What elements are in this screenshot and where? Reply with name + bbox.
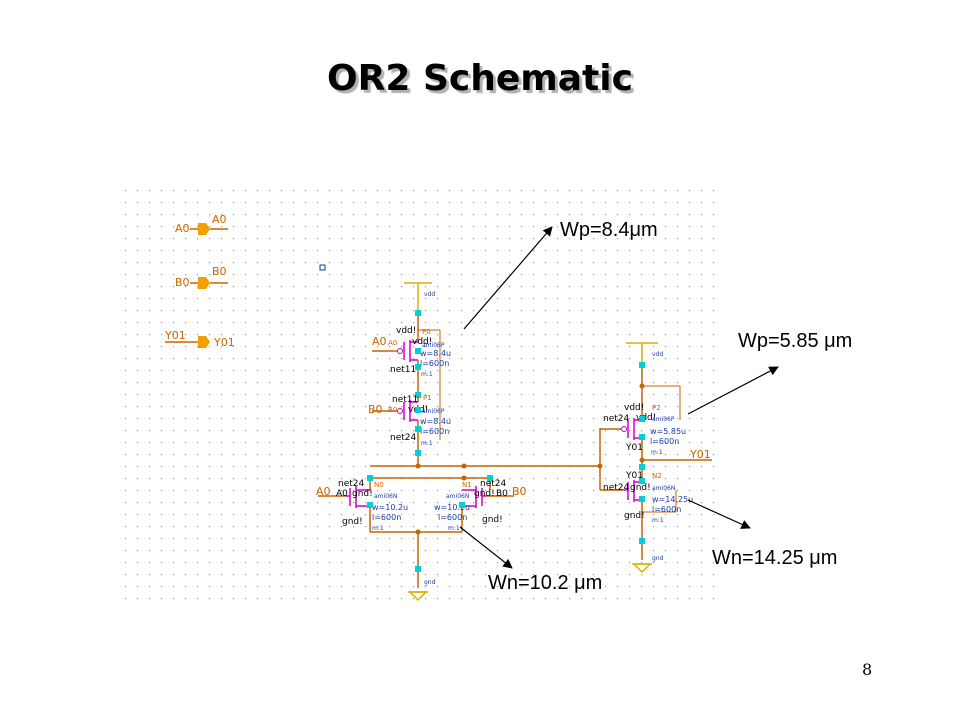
svg-text:net24: net24 — [480, 479, 506, 489]
svg-text:vdd: vdd — [424, 291, 435, 298]
svg-text:vdd!: vdd! — [624, 403, 644, 413]
callout-wp-top: Wp=8.4μm — [560, 219, 658, 241]
svg-text:N1: N1 — [462, 481, 472, 489]
svg-text:P2: P2 — [652, 404, 661, 412]
svg-text:Y01: Y01 — [164, 329, 186, 342]
svg-text:ami06N: ami06N — [446, 493, 469, 500]
svg-text:vdd!: vdd! — [636, 413, 656, 423]
schematic-grid — [125, 190, 715, 600]
svg-text:vdd: vdd — [652, 351, 663, 358]
svg-text:B0: B0 — [368, 403, 383, 416]
svg-text:net11: net11 — [392, 395, 418, 405]
pin-a0: A0 A0 — [175, 213, 228, 235]
svg-text:w=14.25u: w=14.25u — [652, 495, 693, 504]
svg-text:m:1: m:1 — [421, 371, 433, 378]
svg-text:net24: net24 — [603, 414, 629, 424]
svg-text:gnd!: gnd! — [352, 489, 373, 499]
svg-text:gnd!: gnd! — [624, 511, 645, 521]
svg-text:m:1: m:1 — [652, 517, 664, 524]
svg-text:P1: P1 — [423, 394, 432, 402]
svg-text:l=600n: l=600n — [652, 505, 681, 514]
svg-text:gnd: gnd — [424, 579, 436, 586]
svg-text:w=10.2u: w=10.2u — [434, 503, 470, 512]
svg-text:N2: N2 — [652, 472, 662, 480]
pin-y01: Y01 Y01 — [164, 329, 235, 349]
svg-text:vdd!: vdd! — [412, 337, 432, 347]
svg-text:net24: net24 — [603, 483, 629, 493]
callout-wn-bottom: Wn=10.2 μm — [488, 572, 603, 594]
svg-text:B0: B0 — [512, 485, 527, 498]
svg-text:vdd!: vdd! — [396, 326, 416, 336]
svg-text:ami06N: ami06N — [374, 493, 397, 500]
svg-text:B0: B0 — [496, 489, 508, 499]
svg-text:gnd: gnd — [652, 555, 664, 562]
svg-text:ami06P: ami06P — [652, 416, 675, 423]
svg-text:m:1: m:1 — [421, 440, 433, 447]
arrow-wn-bottom — [459, 526, 513, 569]
origin-marker — [319, 264, 326, 271]
svg-text:w=8.4u: w=8.4u — [420, 349, 451, 358]
arrow-wp-top — [463, 226, 553, 330]
vdd-left — [404, 282, 432, 314]
svg-text:gnd!: gnd! — [474, 489, 495, 499]
svg-text:m:1: m:1 — [651, 449, 663, 456]
svg-text:gnd!: gnd! — [482, 515, 503, 525]
svg-text:l=600n: l=600n — [650, 437, 679, 446]
svg-text:Y01: Y01 — [213, 336, 235, 349]
node-dot — [415, 310, 421, 316]
svg-text:P0: P0 — [422, 328, 431, 336]
svg-text:l=600n: l=600n — [438, 513, 467, 522]
callout-wp-right: Wp=5.85 μm — [738, 330, 853, 352]
page-number: 8 — [862, 660, 873, 679]
svg-text:A0: A0 — [175, 222, 190, 235]
svg-text:B0: B0 — [175, 276, 190, 289]
svg-text:m:1: m:1 — [448, 525, 460, 532]
svg-text:A0: A0 — [316, 485, 331, 498]
svg-text:ami06P: ami06P — [422, 342, 445, 349]
svg-text:gnd!: gnd! — [342, 517, 363, 527]
pin-b0: B0 B0 — [175, 265, 228, 289]
svg-text:w=8.4u: w=8.4u — [420, 417, 451, 426]
svg-text:A0: A0 — [212, 213, 227, 226]
svg-text:w=5.85u: w=5.85u — [650, 427, 686, 436]
svg-text:B0: B0 — [388, 406, 397, 414]
callout-wn-right: Wn=14.25 μm — [712, 547, 838, 569]
slide-title: OR2 Schematic — [327, 58, 633, 99]
svg-text:A0: A0 — [372, 335, 387, 348]
svg-text:l=600n: l=600n — [420, 359, 449, 368]
svg-text:net24: net24 — [390, 433, 416, 443]
svg-text:gnd!: gnd! — [630, 483, 651, 493]
svg-text:m:1: m:1 — [372, 525, 384, 532]
nmos-n2 — [600, 480, 677, 560]
arrow-wn-right — [687, 499, 751, 529]
pmos-p2 — [600, 368, 681, 482]
svg-text:net11: net11 — [390, 365, 416, 375]
svg-text:A0: A0 — [388, 339, 397, 347]
gnd-right — [632, 563, 652, 574]
svg-text:l=600n: l=600n — [420, 427, 449, 436]
svg-text:net24: net24 — [338, 479, 364, 489]
svg-text:l=600n: l=600n — [372, 513, 401, 522]
svg-text:ami06P: ami06P — [422, 408, 445, 415]
svg-text:Y01: Y01 — [625, 471, 643, 481]
svg-text:w=10.2u: w=10.2u — [372, 503, 408, 512]
svg-text:N0: N0 — [374, 481, 384, 489]
svg-text:Y01: Y01 — [625, 443, 643, 453]
svg-text:A0: A0 — [336, 489, 348, 499]
arrow-wp-right — [687, 366, 779, 415]
svg-text:ami06N: ami06N — [652, 485, 675, 492]
svg-text:B0: B0 — [212, 265, 227, 278]
svg-text:Y01: Y01 — [689, 448, 711, 461]
